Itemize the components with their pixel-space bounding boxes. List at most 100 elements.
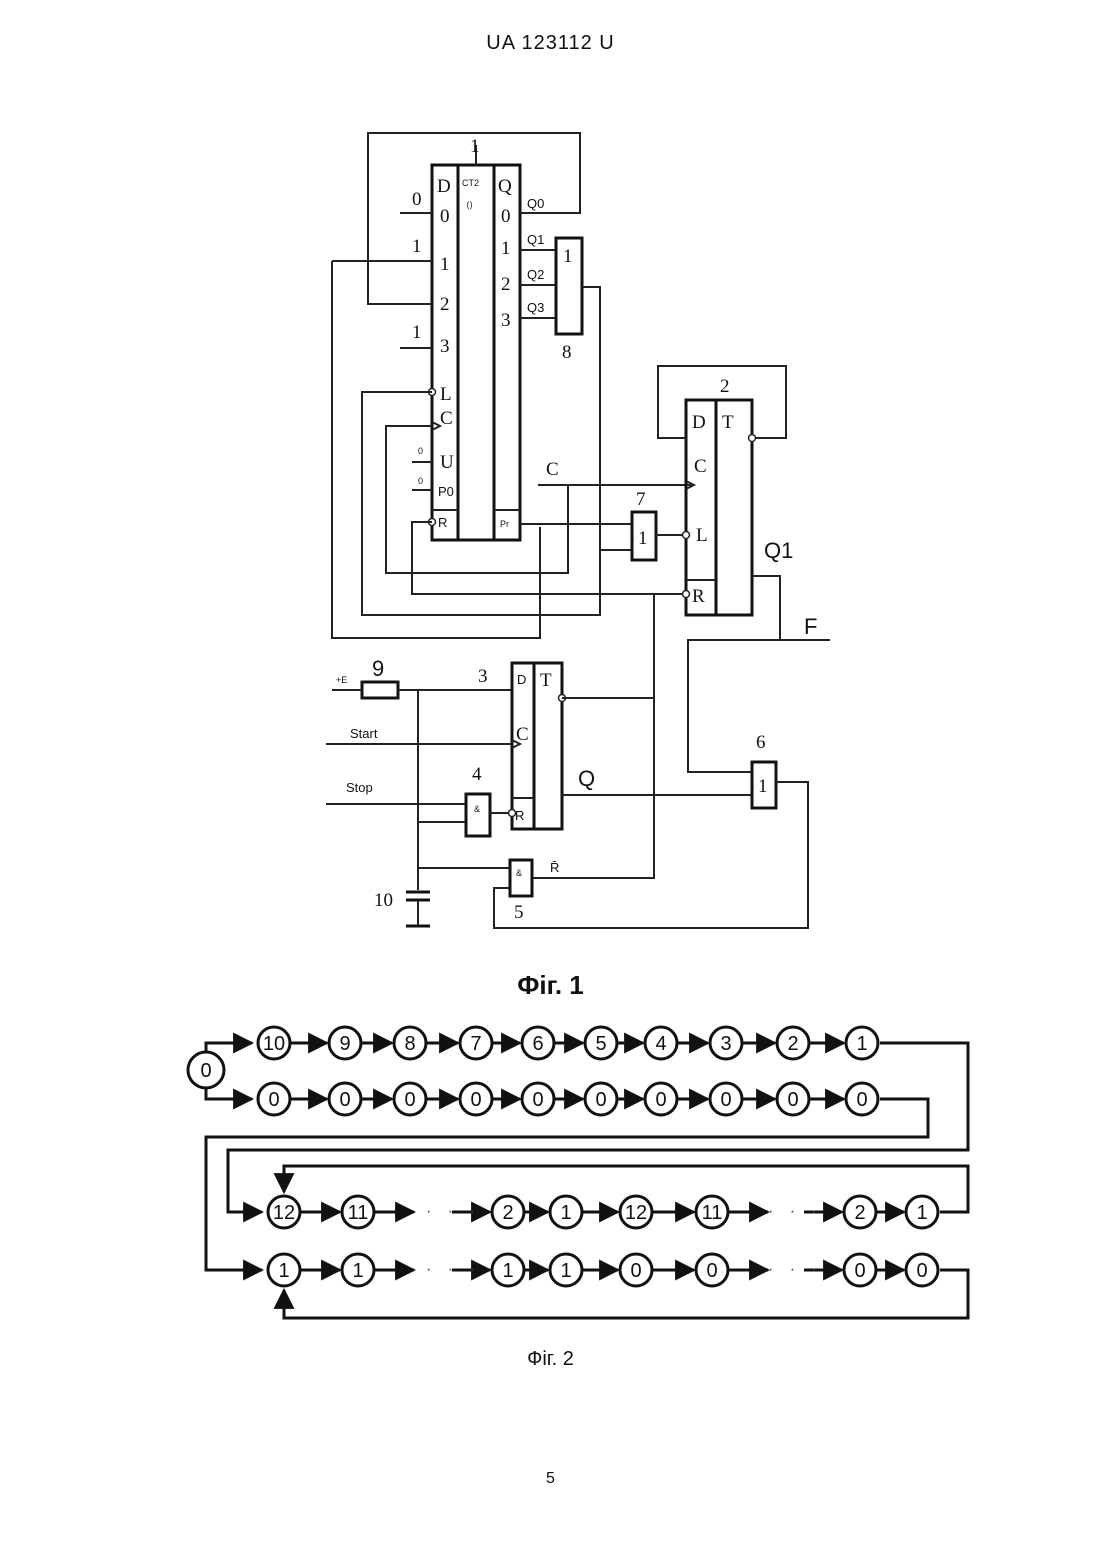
- counter-d0: 0: [440, 206, 450, 227]
- page-number: 5: [0, 1470, 1101, 1488]
- gate4-func: &: [474, 804, 480, 814]
- input-u-value: 0: [418, 446, 423, 456]
- start-label: Start: [350, 726, 378, 741]
- counter-d3: 3: [440, 336, 450, 357]
- trigger2-ref: 2: [720, 376, 730, 397]
- gate8-ref: 8: [562, 342, 572, 363]
- figure-1-caption: Фіг. 1: [0, 970, 1101, 1001]
- trigger2-l: L: [696, 525, 708, 546]
- ellipsis-row4a: · · ·: [426, 1261, 481, 1278]
- trigger2-c: C: [694, 456, 707, 477]
- state-label: 2: [854, 1202, 865, 1224]
- state-label: 0: [470, 1089, 481, 1111]
- counter-p0-pin: P0: [438, 484, 454, 499]
- counter-l-pin: L: [440, 384, 452, 405]
- state-row-4: 11110000: [268, 1254, 938, 1286]
- figure-2-caption: Фіг. 2: [0, 1348, 1101, 1371]
- counter-q3: 3: [501, 310, 511, 331]
- stop-label: Stop: [346, 780, 373, 795]
- state-label: 7: [470, 1033, 481, 1055]
- state-label: 0: [916, 1260, 927, 1282]
- resistor-9: 9 +E: [336, 656, 398, 698]
- gate4-ref: 4: [472, 764, 482, 785]
- state-diagram: 0 10987654321 0000000000 121121121121 11…: [188, 1027, 968, 1318]
- gate8-func: 1: [563, 246, 573, 267]
- state-label: 1: [502, 1260, 513, 1282]
- state-label: 6: [532, 1033, 543, 1055]
- counter-pr-out: Pr: [500, 519, 509, 529]
- state-label: 1: [856, 1033, 867, 1055]
- state-label: 0: [706, 1260, 717, 1282]
- trigger-2: 2 D T C L R: [683, 376, 756, 615]
- counter-func: CT2: [462, 178, 479, 188]
- counter-q1: 1: [501, 238, 511, 259]
- state-label: 12: [625, 1202, 647, 1224]
- trigger2-output: Q1: [764, 538, 793, 563]
- output-q0: Q0: [527, 196, 544, 211]
- state-label: 11: [348, 1202, 369, 1224]
- state-label: 2: [787, 1033, 798, 1055]
- state-label: 1: [352, 1260, 363, 1282]
- state-label: 0: [655, 1089, 666, 1111]
- clock-label: C: [546, 459, 559, 480]
- trigger2-d: D: [692, 412, 706, 433]
- gate6-ref: 6: [756, 732, 766, 753]
- counter-ref: 1: [470, 136, 480, 157]
- counter-d2: 2: [440, 294, 450, 315]
- counter-q0: 0: [501, 206, 511, 227]
- state-label: 1: [560, 1260, 571, 1282]
- trigger3-r: R: [515, 808, 524, 823]
- or-gate-6: 1 6: [752, 732, 776, 808]
- capacitor-10: 10: [374, 890, 430, 926]
- state-label: 0: [856, 1089, 867, 1111]
- output-q3: Q3: [527, 300, 544, 315]
- counter-q-header: Q: [498, 176, 512, 197]
- and-gate-4: & 4: [466, 764, 490, 836]
- trigger3-t: T: [540, 670, 552, 691]
- and-gate-5: & 5 R̄: [510, 860, 559, 923]
- gate7-func: 1: [638, 528, 648, 549]
- state-label: 9: [339, 1033, 350, 1055]
- circuit-schematic: 1 D CT2 ⟨⟩ Q 0 1 2 3 0 1 2 3 L C U P0 R …: [326, 133, 830, 928]
- counter-dir: ⟨⟩: [466, 200, 473, 210]
- capacitor-ref: 10: [374, 890, 393, 911]
- input-d0-value: 0: [412, 189, 422, 210]
- state-row-2: 0000000000: [258, 1083, 878, 1115]
- state-label: 0: [268, 1089, 279, 1111]
- state-label: 11: [702, 1202, 723, 1224]
- input-d3-value: 1: [412, 322, 422, 343]
- state-start: 0: [200, 1060, 211, 1082]
- trigger3-output: Q: [578, 766, 595, 791]
- or-gate-7: 1 7: [632, 489, 656, 560]
- state-label: 0: [720, 1089, 731, 1111]
- state-label: 0: [630, 1260, 641, 1282]
- state-label: 4: [655, 1033, 666, 1055]
- state-label: 0: [404, 1089, 415, 1111]
- ellipsis-row3a: · · ·: [426, 1203, 481, 1220]
- state-label: 2: [502, 1202, 513, 1224]
- trigger3-d: D: [517, 672, 526, 687]
- state-label: 0: [339, 1089, 350, 1111]
- counter-1: 1 D CT2 ⟨⟩ Q 0 1 2 3 0 1 2 3 L C U P0 R …: [429, 136, 521, 540]
- state-label: 10: [263, 1033, 285, 1055]
- state-label: 0: [595, 1089, 606, 1111]
- state-row-1: 10987654321: [258, 1027, 878, 1059]
- output-q2: Q2: [527, 267, 544, 282]
- f-output: F: [804, 614, 817, 639]
- state-label: 1: [560, 1202, 571, 1224]
- counter-u-pin: U: [440, 452, 454, 473]
- resistor-ref: 9: [372, 656, 384, 681]
- or-gate-8: 1 8: [556, 238, 582, 363]
- gate7-ref: 7: [636, 489, 646, 510]
- trigger2-t: T: [722, 412, 734, 433]
- state-label: 0: [787, 1089, 798, 1111]
- state-label: 5: [595, 1033, 606, 1055]
- counter-d1: 1: [440, 254, 450, 275]
- trigger2-r: R: [692, 586, 705, 607]
- state-label: 1: [916, 1202, 927, 1224]
- trigger3-ref: 3: [478, 666, 488, 687]
- ellipsis-row3b: · · ·: [768, 1203, 823, 1220]
- state-label: 12: [273, 1202, 295, 1224]
- gate5-output: R̄: [550, 860, 559, 875]
